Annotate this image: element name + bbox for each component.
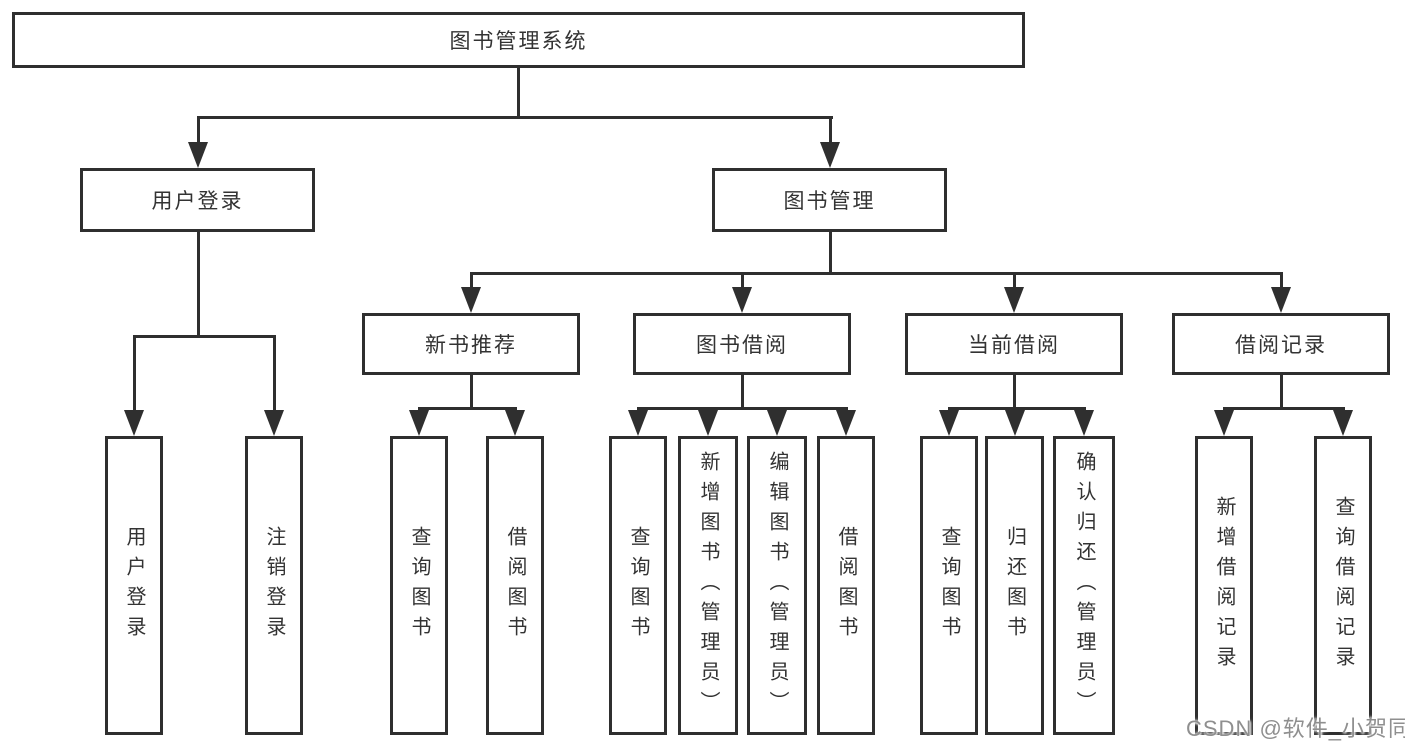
connector-arrow xyxy=(947,407,951,410)
node-label: 图书管理 xyxy=(783,190,876,213)
node-library-management-system: 图书管理系统 xyxy=(12,12,1025,68)
node-user-login: 用户登录 xyxy=(80,168,315,232)
leaf-label: 新增借阅记录 xyxy=(1213,495,1235,676)
node-current-borrow: 当前借阅 xyxy=(905,313,1123,375)
node-label: 当前借阅 xyxy=(968,334,1060,357)
connector-arrow xyxy=(844,407,848,410)
leaf-label: 归还图书 xyxy=(1003,525,1026,646)
node-label: 图书管理系统 xyxy=(449,30,588,53)
node-borrow-records: 借阅记录 xyxy=(1172,313,1390,375)
connector-arrow xyxy=(272,335,276,410)
leaf-label: 借阅图书 xyxy=(835,525,857,646)
connector-arrow xyxy=(417,407,421,410)
leaf-query-books-current: 查询图书 xyxy=(920,436,978,735)
leaf-query-borrow-record: 查询借阅记录 xyxy=(1314,436,1372,735)
leaf-user-login: 用户登录 xyxy=(105,436,163,735)
leaf-query-books-recommend: 查询图书 xyxy=(390,436,448,735)
leaf-confirm-return-admin: 确认归还（管理员） xyxy=(1053,436,1115,735)
connector-arrow xyxy=(1012,272,1016,287)
connector-rail xyxy=(636,407,848,410)
csdn-watermark: CSDN @软件_小贺同学 xyxy=(1186,716,1405,741)
connector-stub xyxy=(196,232,200,338)
leaf-label: 借阅图书 xyxy=(504,525,526,646)
leaf-label: 查询借阅记录 xyxy=(1332,495,1354,676)
leaf-return-book: 归还图书 xyxy=(985,436,1044,735)
leaf-add-borrow-record: 新增借阅记录 xyxy=(1195,436,1253,735)
leaf-borrow-books-recommend: 借阅图书 xyxy=(486,436,544,735)
connector-stub xyxy=(516,68,520,119)
node-label: 借阅记录 xyxy=(1235,334,1327,357)
connector-arrow xyxy=(706,407,710,410)
node-book-borrow: 图书借阅 xyxy=(633,313,851,375)
connector-arrow xyxy=(1082,407,1086,410)
connector-rail xyxy=(417,407,517,410)
node-book-management: 图书管理 xyxy=(712,168,947,232)
node-new-book-recommend: 新书推荐 xyxy=(362,313,580,375)
connector-stub xyxy=(1012,375,1016,410)
connector-rail xyxy=(469,272,1283,275)
leaf-query-books-borrow: 查询图书 xyxy=(609,436,667,735)
leaf-logout: 注销登录 xyxy=(245,436,303,735)
connector-rail xyxy=(947,407,1086,410)
leaf-label: 注销登录 xyxy=(263,525,285,646)
connector-arrow xyxy=(828,116,832,142)
leaf-edit-book-admin: 编辑图书（管理员） xyxy=(747,436,807,735)
connector-stub xyxy=(469,375,473,410)
leaf-add-book-admin: 新增图书（管理员） xyxy=(678,436,738,735)
connector-arrow xyxy=(775,407,779,410)
connector-stub xyxy=(740,375,744,410)
node-label: 图书借阅 xyxy=(696,334,788,357)
connector-arrow xyxy=(740,272,744,287)
node-label: 新书推荐 xyxy=(425,334,517,357)
leaf-borrow-books: 借阅图书 xyxy=(817,436,875,735)
connector-arrow xyxy=(469,272,473,287)
leaf-label: 查询图书 xyxy=(938,525,960,646)
connector-stub xyxy=(1279,375,1283,410)
node-label: 用户登录 xyxy=(151,190,244,213)
connector-arrow xyxy=(1279,272,1283,287)
leaf-label: 查询图书 xyxy=(408,525,430,646)
leaf-label: 确认归还（管理员） xyxy=(1073,450,1095,721)
leaf-label: 新增图书（管理员） xyxy=(697,450,719,721)
connector-arrow xyxy=(636,407,640,410)
connector-rail xyxy=(196,116,833,119)
leaf-label: 编辑图书（管理员） xyxy=(766,450,788,721)
connector-arrow xyxy=(1341,407,1345,410)
connector-rail xyxy=(1222,407,1345,410)
connector-arrow xyxy=(1013,407,1016,410)
connector-arrow xyxy=(1222,407,1226,410)
connector-arrow xyxy=(132,335,136,410)
connector-rail xyxy=(132,335,276,338)
connector-stub xyxy=(828,232,832,275)
connector-arrow xyxy=(513,407,517,410)
connector-arrow xyxy=(196,116,200,142)
leaf-label: 查询图书 xyxy=(627,525,649,646)
leaf-label: 用户登录 xyxy=(123,525,145,646)
